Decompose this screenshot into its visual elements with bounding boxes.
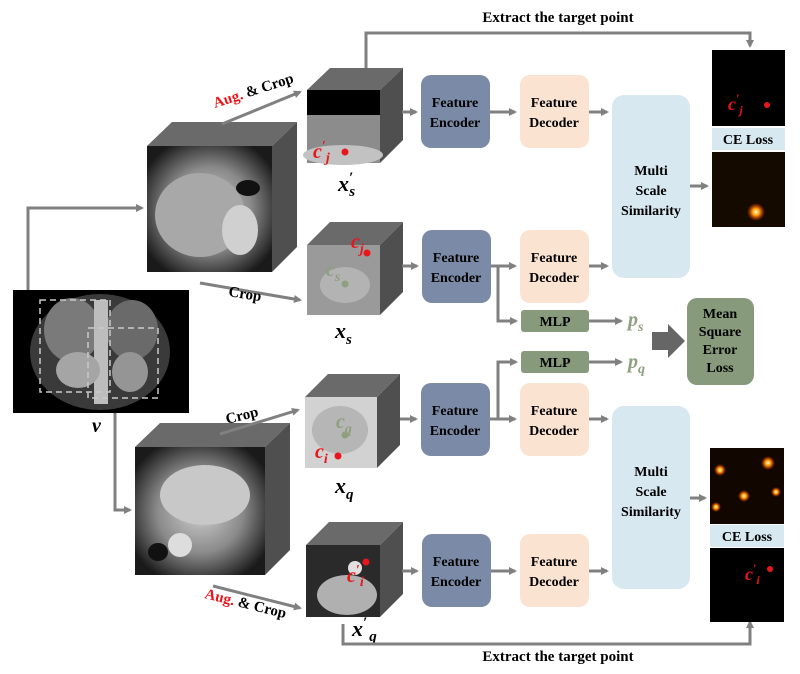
- svg-text:MLP: MLP: [539, 315, 571, 330]
- encoder-row3: Feature Encoder: [421, 383, 490, 456]
- top-caption: Extract the target point: [482, 10, 633, 26]
- cube-xq-prime: [306, 522, 403, 617]
- decoder-row1: Feature Decoder: [520, 75, 589, 148]
- svg-text:Mean: Mean: [703, 307, 737, 322]
- heatmap-bottom-target: c′i: [710, 548, 784, 622]
- aug-crop-bottom: Aug. & Crop: [203, 586, 288, 622]
- svg-text:Multi: Multi: [634, 164, 668, 179]
- svg-text:Feature: Feature: [531, 96, 577, 111]
- label-xs: xs: [334, 318, 352, 348]
- svg-text:CE Loss: CE Loss: [722, 530, 773, 545]
- mlp-q: MLP: [521, 351, 589, 373]
- cube-xs-prime: [303, 68, 403, 165]
- point-cs-on-xs: [341, 280, 349, 288]
- patch-bottom-volume: [135, 423, 290, 575]
- input-volume-symbol: v: [92, 415, 102, 437]
- label-ci: ci: [315, 441, 328, 467]
- label-xq-prime: x′q: [351, 615, 377, 645]
- svg-text:Decoder: Decoder: [529, 575, 579, 590]
- svg-text:Feature: Feature: [433, 555, 479, 570]
- label-cq: cq: [336, 411, 352, 437]
- label-cj: cj: [351, 231, 364, 257]
- input-connectors: [26, 90, 302, 611]
- patch-top-volume: [147, 122, 297, 272]
- svg-text:CE Loss: CE Loss: [723, 133, 774, 148]
- encoder-row2: Feature Encoder: [422, 230, 491, 303]
- svg-text:MLP: MLP: [539, 356, 571, 371]
- label-ci-prime: c′i: [347, 563, 364, 590]
- mse-arrow: [652, 324, 685, 358]
- similarity-top: Multi Scale Similarity: [612, 95, 690, 278]
- label-xs-prime: x′s: [337, 170, 355, 200]
- flow-arrows: [400, 108, 709, 575]
- svg-text:Feature: Feature: [432, 404, 478, 419]
- crop-upper: Crop: [227, 284, 262, 305]
- svg-text:Feature: Feature: [531, 251, 577, 266]
- point-cj-prime-on-xs-prime: [341, 148, 349, 156]
- label-cj-prime: c′j: [313, 139, 330, 166]
- svg-text:Encoder: Encoder: [430, 116, 481, 131]
- svg-text:c′j: c′j: [728, 91, 743, 117]
- point-cj-on-xs: [363, 249, 371, 257]
- point-ci-prime-on-xq-prime: [362, 558, 370, 566]
- point-ci-on-xq: [334, 452, 342, 460]
- proj-ps: ps: [626, 309, 644, 335]
- svg-text:Encoder: Encoder: [431, 575, 482, 590]
- label-xq: xq: [334, 473, 354, 503]
- svg-text:c′i: c′i: [745, 561, 760, 587]
- heatmap-bottom-pred: [710, 448, 784, 524]
- ce-loss-bottom: CE Loss: [710, 525, 784, 547]
- svg-text:Decoder: Decoder: [529, 424, 579, 439]
- cube-xq: [305, 374, 400, 468]
- svg-text:Loss: Loss: [706, 361, 734, 376]
- encoder-row1: Feature Encoder: [421, 75, 490, 148]
- heatmap-top-pred: [712, 152, 785, 227]
- svg-text:Error: Error: [703, 343, 738, 358]
- decoder-row3: Feature Decoder: [520, 383, 589, 456]
- svg-text:Encoder: Encoder: [430, 424, 481, 439]
- decoder-row4: Feature Decoder: [520, 534, 589, 607]
- svg-text:Encoder: Encoder: [431, 271, 482, 286]
- encoder-row4: Feature Encoder: [422, 534, 491, 607]
- cube-xs: [307, 222, 403, 315]
- decoder-row2: Feature Decoder: [520, 230, 589, 303]
- crop-lower: Crop: [224, 404, 260, 428]
- ce-loss-top: CE Loss: [712, 128, 785, 150]
- svg-text:Square: Square: [699, 325, 742, 340]
- svg-text:Feature: Feature: [432, 96, 478, 111]
- aug-crop-top: Aug. & Crop: [211, 71, 295, 112]
- svg-text:Feature: Feature: [531, 404, 577, 419]
- extract-paths: [341, 31, 754, 646]
- bottom-caption: Extract the target point: [482, 649, 633, 665]
- svg-text:Decoder: Decoder: [529, 271, 579, 286]
- point-cq-on-xq: [341, 431, 349, 439]
- svg-text:Similarity: Similarity: [621, 505, 681, 520]
- svg-text:Multi: Multi: [634, 465, 668, 480]
- similarity-bottom: Multi Scale Similarity: [612, 406, 690, 589]
- mse-loss-box: Mean Square Error Loss: [687, 298, 754, 385]
- proj-pq: pq: [626, 351, 645, 377]
- label-cs: cs: [326, 259, 341, 285]
- svg-text:Similarity: Similarity: [621, 204, 681, 219]
- svg-text:Scale: Scale: [635, 485, 666, 500]
- input-ct-volume: [13, 290, 189, 413]
- svg-text:Feature: Feature: [433, 251, 479, 266]
- svg-text:Scale: Scale: [635, 184, 666, 199]
- heatmap-top-target: c′j: [712, 50, 785, 126]
- svg-text:Feature: Feature: [531, 555, 577, 570]
- mlp-s: MLP: [521, 310, 589, 332]
- svg-text:Decoder: Decoder: [529, 116, 579, 131]
